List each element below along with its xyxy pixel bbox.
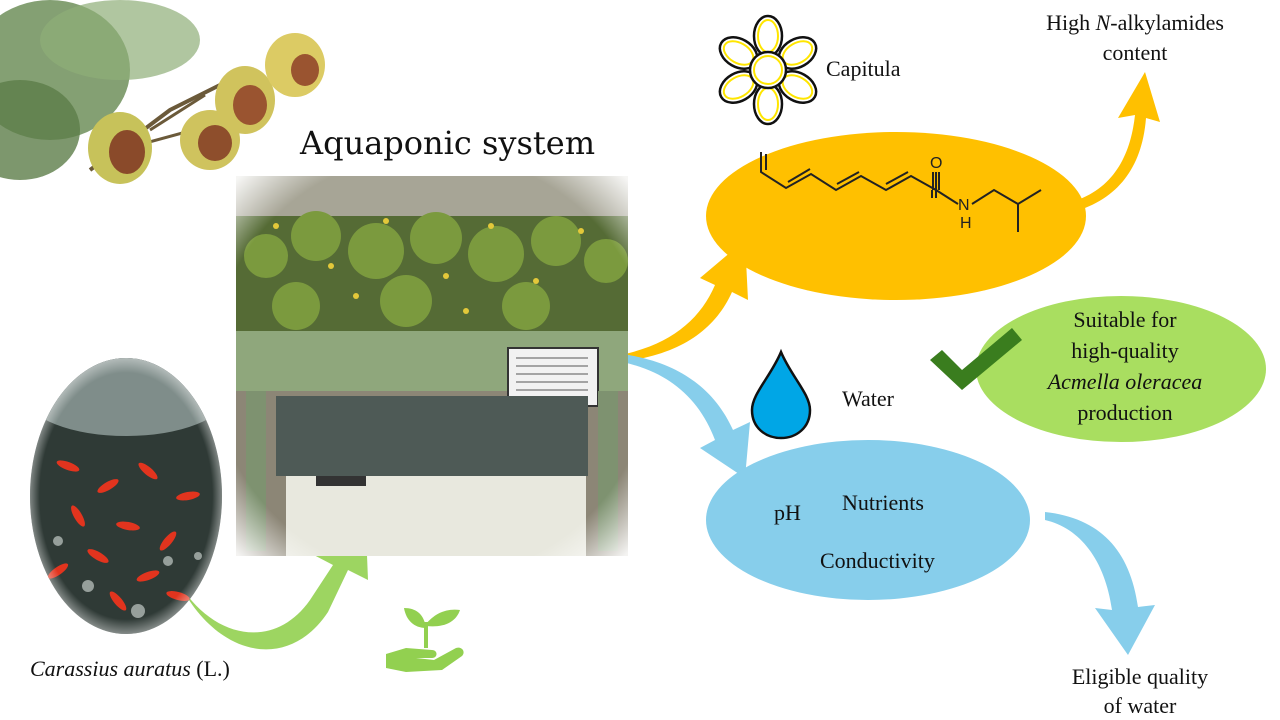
flower-icon [718, 14, 818, 126]
water-label: Water [842, 386, 894, 411]
suitable-line2: high-quality [1071, 338, 1179, 363]
molecule-nitrogen: N [958, 197, 970, 214]
fish-label: Carassius auratus (L.) [30, 656, 230, 682]
suitable-line1: Suitable for [1073, 307, 1177, 332]
checkmark-icon [930, 328, 1022, 390]
high-line2: content [1102, 40, 1168, 65]
yellow-arrow-to-high [1060, 72, 1160, 215]
diagram-title: Aquaponic system [300, 124, 596, 162]
capitula-label: Capitula [826, 56, 901, 81]
fish-species: Carassius auratus [30, 656, 191, 681]
ph-label: pH [774, 500, 801, 525]
blue-arrow-to-water [622, 354, 750, 478]
high-prefix: High [1046, 10, 1096, 35]
eligible-line1: Eligible quality [1071, 664, 1209, 689]
molecule-hydrogen: H [960, 215, 972, 232]
blue-arrow-to-eligible [1045, 512, 1155, 655]
suitable-line4: production [1077, 400, 1173, 425]
water-ellipse [706, 440, 1030, 600]
molecule-oxygen: O [930, 155, 942, 172]
high-alkylamides-label: High N-alkylamides content [1020, 8, 1250, 68]
goldfish-photo [30, 358, 222, 634]
conductivity-label: Conductivity [820, 548, 935, 573]
acmella-flowers-image [0, 0, 325, 184]
aquaponic-system-photo [236, 176, 628, 556]
fish-authority: (L.) [190, 656, 230, 681]
capitula-ellipse: O N H [706, 132, 1086, 300]
high-n: N [1095, 10, 1111, 35]
yellow-arrow-to-capitula [620, 240, 748, 362]
suitable-label: Suitable for high-quality Acmella olerac… [1010, 304, 1240, 428]
plant-hand-icon [386, 608, 464, 672]
green-arrow [180, 505, 368, 650]
suitable-species: Acmella oleracea [1047, 369, 1203, 394]
water-drop-icon [750, 348, 812, 440]
suitable-ellipse [976, 296, 1266, 442]
nutrients-label: Nutrients [842, 490, 924, 515]
eligible-label: Eligible quality of water [1030, 662, 1250, 720]
high-suffix: -alkylamides [1110, 10, 1224, 35]
molecule-chain [760, 152, 937, 192]
eligible-line2: of water [1103, 693, 1177, 718]
